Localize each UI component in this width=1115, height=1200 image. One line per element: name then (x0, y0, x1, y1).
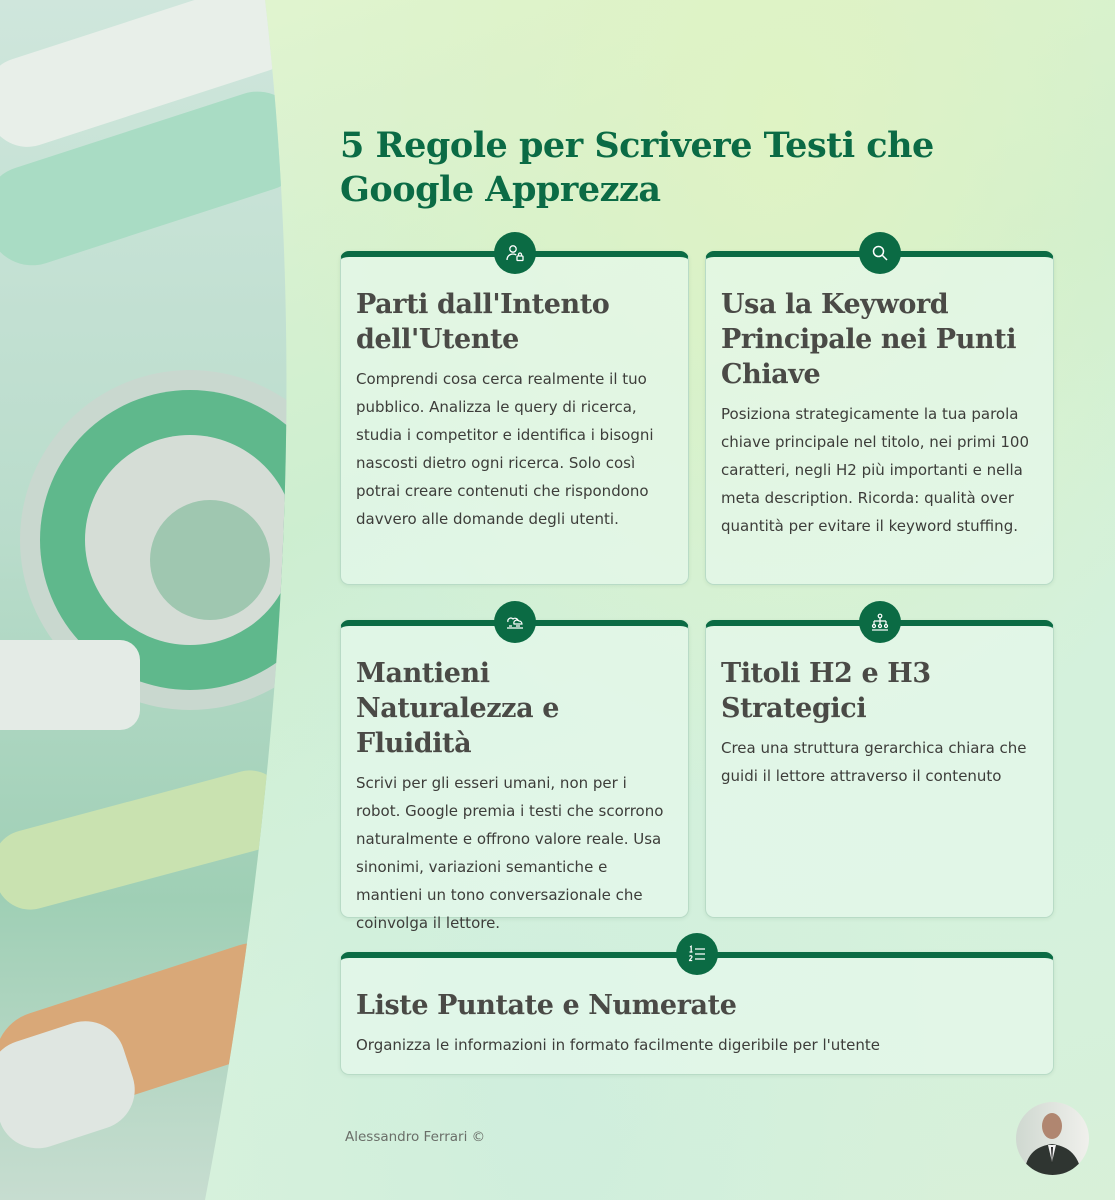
card-body: Crea una struttura gerarchica chiara che… (721, 739, 1027, 785)
numbered-list-icon (676, 933, 718, 975)
rule-card-naturalness: Mantieni Naturalezza e Fluidità Scrivi p… (340, 601, 689, 932)
landscape-icon (494, 601, 536, 643)
card-title: Titoli H2 e H3 Strategici (721, 658, 931, 724)
rule-card-user-intent: Parti dall'Intento dell'Utente Comprendi… (340, 232, 689, 585)
search-icon (859, 232, 901, 274)
user-lock-icon (494, 232, 536, 274)
card-body: Scrivi per gli esseri umani, non per i r… (356, 774, 664, 932)
card-title: Parti dall'Intento dell'Utente (356, 289, 610, 355)
card-body: Posiziona strategicamente la tua parola … (721, 405, 1030, 535)
author-avatar (1016, 1102, 1089, 1175)
card-body: Comprendi cosa cerca realmente il tuo pu… (356, 370, 654, 528)
card-title: Mantieni Naturalezza e Fluidità (356, 658, 559, 759)
rule-card-keyword: Usa la Keyword Principale nei Punti Chia… (705, 232, 1054, 585)
page-title: 5 Regole per Scrivere Testi che Google A… (340, 125, 934, 210)
card-body: Organizza le informazioni in formato fac… (356, 1036, 881, 1054)
author-credit: Alessandro Ferrari © (345, 1129, 486, 1145)
decorative-gears-image (0, 0, 287, 1200)
rule-card-headings: Titoli H2 e H3 Strategici Crea una strut… (705, 601, 1054, 918)
hierarchy-icon (859, 601, 901, 643)
rule-card-lists: Liste Puntate e Numerate Organizza le in… (340, 933, 1054, 1075)
card-title: Usa la Keyword Principale nei Punti Chia… (721, 289, 1017, 390)
card-title: Liste Puntate e Numerate (356, 990, 737, 1021)
